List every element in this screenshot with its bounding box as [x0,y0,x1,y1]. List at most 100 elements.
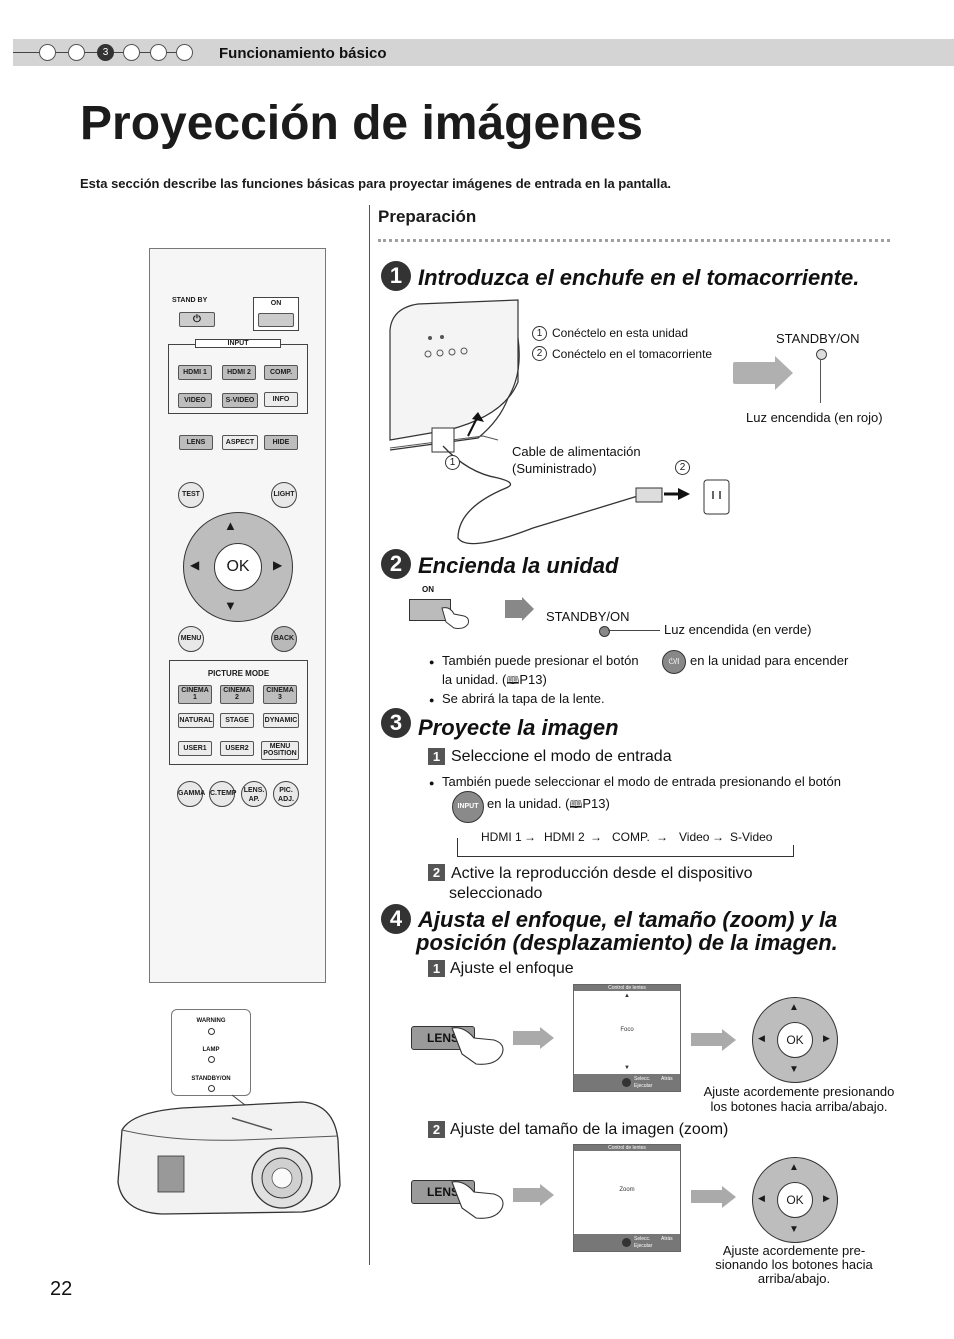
remote-natural-button[interactable]: NATURAL [178,713,214,728]
arrow-right-icon [691,1033,723,1046]
remote-lens-ap-button[interactable]: LENS.AP. [241,781,267,807]
remote-back-button[interactable]: BACK [271,626,297,652]
hand-press-icon [451,1027,504,1065]
remote-ctemp-button[interactable]: C.TEMP [209,781,236,807]
chapter-dot-current: 3 [97,44,114,61]
power-connection-illustration [389,299,730,545]
remote-pic-adj-button[interactable]: PIC.ADJ. [273,781,299,807]
remote-hide-button[interactable]: HIDE [264,435,298,450]
ok-button: OK [777,1022,813,1058]
warning-led [208,1028,215,1035]
arrow-up-icon[interactable]: ▲ [224,518,237,533]
flow-comp: COMP. [612,830,650,844]
arrow-right-icon: → [590,830,602,844]
arrow-right-icon[interactable]: ▶ [273,558,283,572]
header-band: 3 Funcionamiento básico [13,39,954,66]
arrow-up-icon: ▲ [789,1002,799,1013]
arrow-right-icon [505,600,523,618]
chapter-dot-6 [176,44,193,61]
step-4-title-line2: posición (desplazamiento) de la imagen. [416,930,838,955]
remote-on-label: ON [270,300,282,307]
remote-lens-button[interactable]: LENS [179,435,213,450]
remote-input-label: INPUT [195,339,281,348]
remote-ok-button[interactable]: OK [214,543,262,591]
remote-control: STAND BY ⏻ ON INPUT HDMI 1 HDMI 2 COMP. … [149,248,326,983]
remote-info-button[interactable]: INFO [264,392,298,407]
chapter-dot-5 [150,44,167,61]
standby-led-red [816,349,827,360]
back-label: Atrás [661,1236,673,1242]
caption-zoom: Ajuste acordemente pre-sionando los boto… [715,1243,873,1286]
arrow-right-icon: ▶ [823,1033,830,1043]
remote-test-button[interactable]: TEST [178,482,204,508]
projector-illustration [117,1094,341,1215]
flow-hdmi1: HDMI 1 [481,830,522,844]
legend-1-number: 1 [532,326,547,341]
arrow-down-icon: ▼ [624,1065,630,1071]
arrow-right-icon-head [540,1184,554,1206]
remote-light-button[interactable]: LIGHT [271,482,297,508]
intro-text: Esta sección describe las funciones bási… [80,176,672,191]
arrow-up-icon: ▲ [789,1162,799,1173]
picture-mode-label: PICTURE MODE [207,669,270,678]
arrow-down-icon: ▼ [789,1224,799,1235]
remote-dynamic-button[interactable]: DYNAMIC [263,713,299,728]
remote-comp-button[interactable]: COMP. [264,365,298,380]
execute-label: Ejecutar [634,1083,653,1089]
standby-on-text-2: STANDBY/ON [546,609,630,624]
arrow-left-icon: ◀ [758,1193,765,1203]
select-label: Selecc. [634,1076,651,1082]
select-icon [622,1078,631,1087]
arrow-left-icon[interactable]: ◀ [190,558,200,572]
arrow-right-icon: ▶ [823,1193,830,1203]
step-3-sub-2-text-b: seleccionado [449,885,543,902]
led-pointer-line-2 [608,630,660,631]
remote-hdmi1-button[interactable]: HDMI 1 [178,365,212,380]
lamp-label: LAMP [202,1047,220,1053]
step-3-bullet-a: También puede seleccionar el modo de ent… [429,773,841,792]
flow-video: Video [679,830,710,844]
step-3-number: 3 [381,708,411,738]
remote-hdmi2-button[interactable]: HDMI 2 [222,365,256,380]
step-1-number: 1 [381,261,411,291]
step-2-bullet-1b: en la unidad para encender [690,653,849,668]
chapter-dot-2 [68,44,85,61]
page-title: Proyección de imágenes [80,97,643,150]
legend-2-text: Conéctelo en el tomacorriente [552,347,713,361]
remote-gamma-button[interactable]: GAMMA [177,781,205,807]
step-3-sub-2-number: 2 [428,864,445,881]
arrow-right-icon-head [722,1186,736,1208]
arrow-right-icon-head [540,1027,554,1049]
flow-svideo: S-Video [730,830,773,844]
remote-standby-button[interactable]: ⏻ [179,312,215,327]
remote-stage-button[interactable]: STAGE [220,713,254,728]
step-1-title: Introduzca el enchufe en el tomacorrient… [418,265,860,290]
light-red-text: Luz encendida (en rojo) [746,410,883,425]
power-icon: ⏻ [193,314,201,325]
remote-video-button[interactable]: VIDEO [178,393,212,408]
arrow-down-icon: ▼ [789,1064,799,1075]
remote-svideo-button[interactable]: S-VIDEO [222,393,258,408]
remote-user2-button[interactable]: USER2 [220,741,254,756]
remote-on-button[interactable] [258,313,294,327]
led-pointer-line [820,359,821,403]
input-button-icon: INPUT [452,791,484,823]
arrow-down-icon[interactable]: ▼ [224,598,237,613]
select-label: Selecc. [634,1236,651,1242]
legend-2-number: 2 [532,346,547,361]
remote-menu-button[interactable]: MENU [178,626,204,652]
back-label: Atrás [661,1076,673,1082]
remote-user1-button[interactable]: USER1 [178,741,212,756]
step-3-title: Proyecte la imagen [418,715,619,740]
screen-footer: Selecc. Ejecutar Atrás [574,1234,680,1251]
remote-aspect-button[interactable]: ASPECT [222,435,258,450]
callout-2: 2 [675,460,690,475]
arrow-right-icon-head [522,597,534,621]
input-flow: HDMI 1 → HDMI 2 → COMP. → Video → S-Vide… [460,829,795,845]
on-label: ON [422,585,434,594]
